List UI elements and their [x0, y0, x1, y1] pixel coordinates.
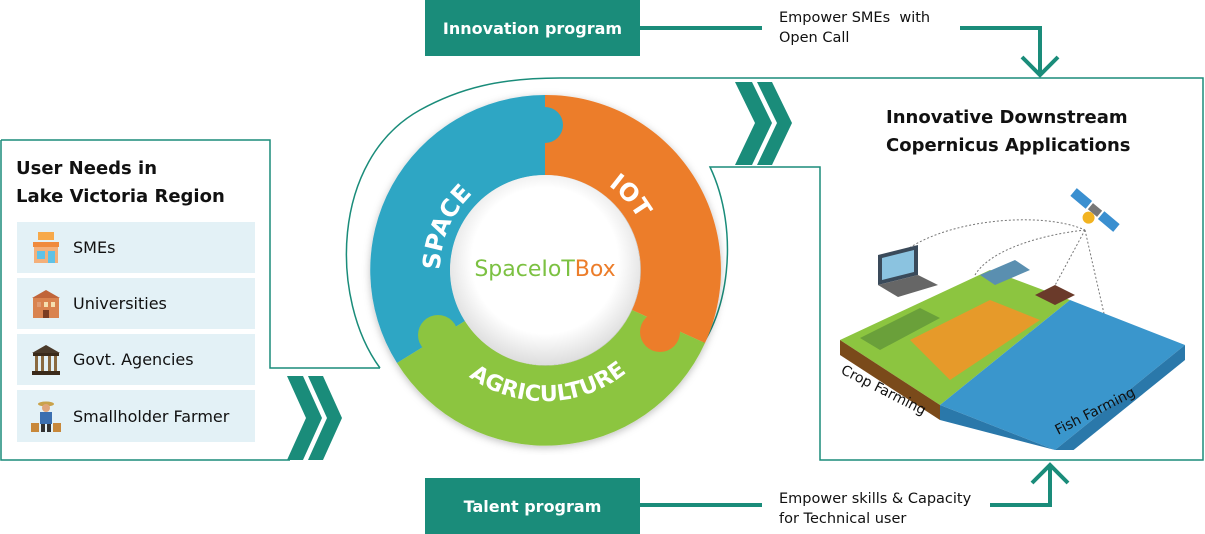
shop-icon: [33, 231, 59, 263]
list-item-label: Universities: [73, 294, 167, 313]
iot-segment: [545, 94, 721, 343]
fish-pond: [940, 300, 1185, 450]
title-line: User Needs in: [16, 158, 158, 179]
government-building-icon: [32, 344, 60, 375]
farming-illustration: Crop Farming Fish Farming: [840, 188, 1185, 450]
note-line: for Technical user: [779, 511, 907, 527]
note-line: Open Call: [779, 30, 850, 46]
list-item: Universities: [17, 278, 255, 329]
talent-program-note: Empower skills & Capacity for Technical …: [779, 489, 971, 529]
talent-program-label: Talent program: [425, 478, 640, 534]
user-needs-title: User Needs in Lake Victoria Region: [16, 155, 225, 211]
space-segment: [370, 95, 545, 363]
note-line: Empower skills & Capacity: [779, 491, 972, 507]
chevron-right-icon: [735, 82, 792, 165]
laptop-icon: [878, 245, 938, 297]
note-line: Empower SMEs with: [779, 10, 931, 26]
agriculture-segment: [397, 310, 705, 446]
satellite-icon: [1070, 188, 1120, 232]
farmer-icon: [31, 401, 61, 432]
list-item: SMEs: [17, 222, 255, 273]
spaceiotbox-hub: SPACE IOT AGRICULTURE SpaceIoTBox: [370, 94, 721, 446]
title-line: Innovative Downstream: [886, 107, 1128, 128]
university-building-icon: [32, 289, 60, 318]
list-item-label: SMEs: [73, 238, 116, 257]
crop-field: [910, 300, 1040, 380]
applications-title: Innovative Downstream Copernicus Applica…: [886, 104, 1131, 160]
chevron-right-icon: [287, 376, 342, 460]
list-item-label: Smallholder Farmer: [73, 406, 230, 426]
title-line: Lake Victoria Region: [16, 186, 225, 207]
list-item: Govt. Agencies: [17, 334, 255, 385]
title-line: Copernicus Applications: [886, 135, 1131, 156]
innovation-program-note: Empower SMEs with Open Call: [779, 8, 930, 48]
list-item-label: Govt. Agencies: [73, 350, 194, 369]
innovation-program-label: Innovation program: [425, 0, 640, 56]
list-item: Smallholder Farmer: [17, 390, 255, 442]
spaceiotbox-logo: SpaceIoTBox: [474, 257, 615, 282]
